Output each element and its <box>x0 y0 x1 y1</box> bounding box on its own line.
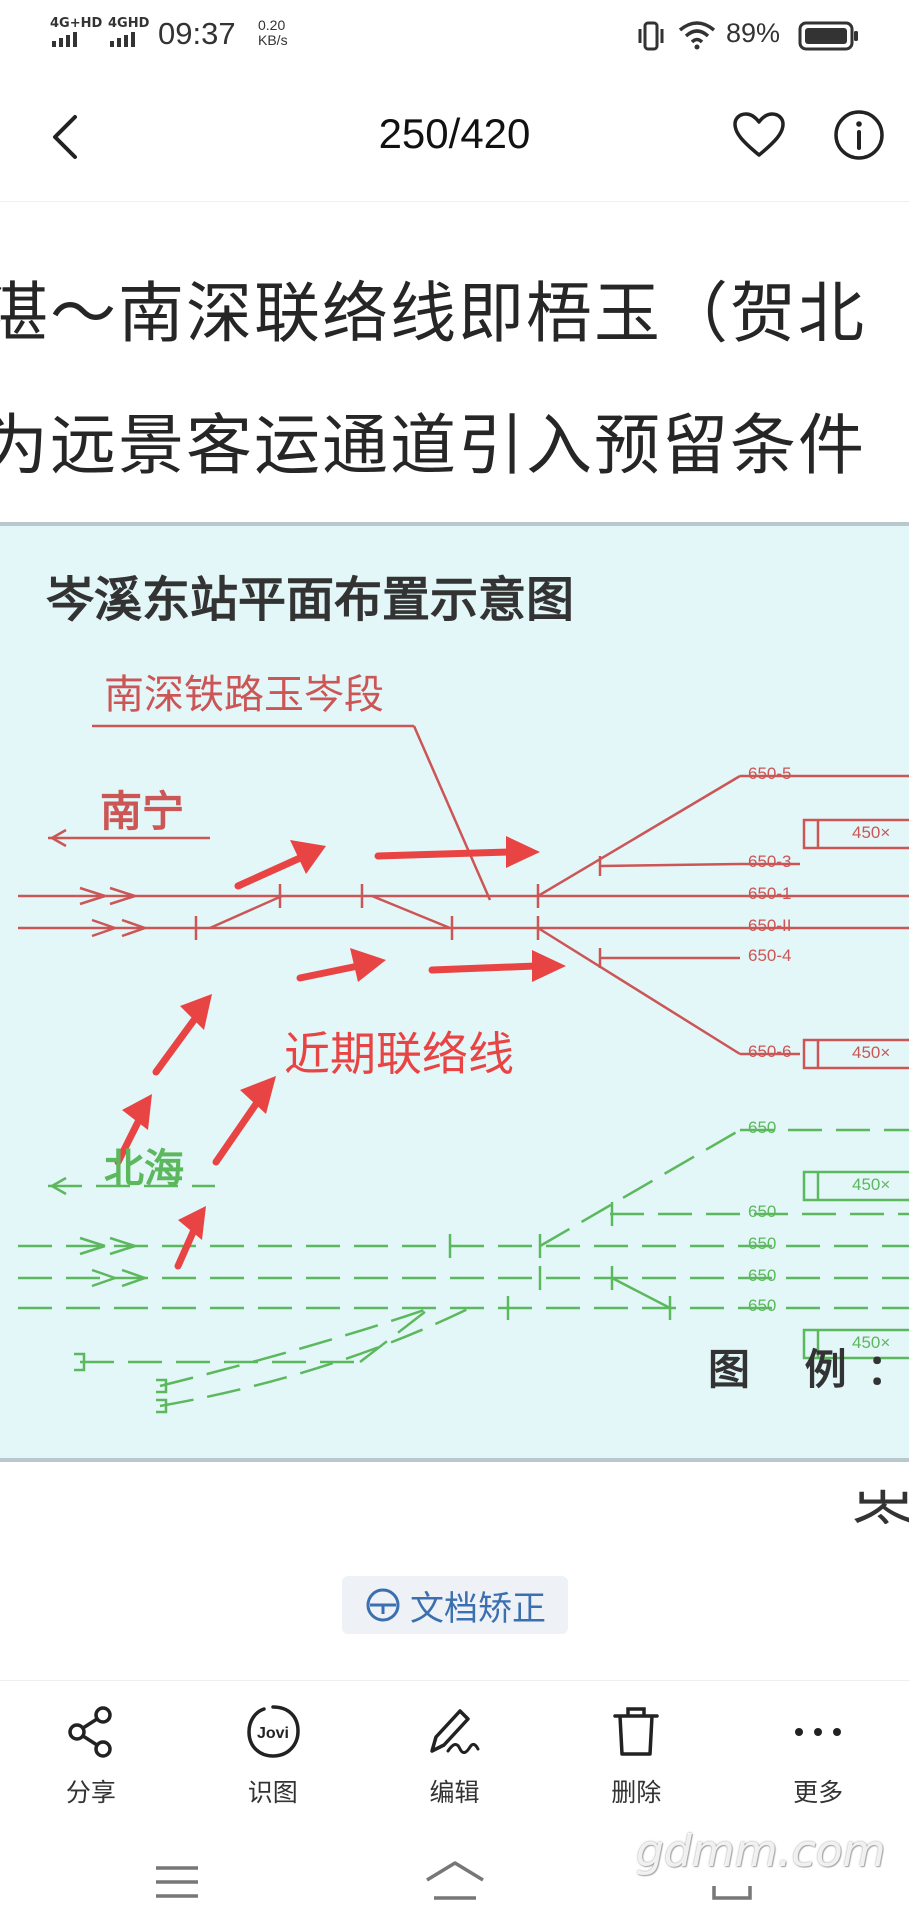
share-icon <box>68 1706 112 1758</box>
document-correct-button[interactable]: 文档矫正 <box>342 1576 568 1634</box>
nanning-label: 南宁 <box>100 787 185 836</box>
red-track-label: 650-3 <box>748 852 792 871</box>
system-nav-bar <box>0 1820 909 1920</box>
document-text-line-1: 湛～南深联络线即梧玉（贺北 <box>0 275 866 352</box>
red-line-label: 南深铁路玉岑段 <box>104 672 384 718</box>
red-track-label: 650-6 <box>748 1042 792 1061</box>
network-speed-unit: KB/s <box>258 32 288 48</box>
more-label: 更多 <box>793 1778 844 1807</box>
edit-label: 编辑 <box>429 1778 480 1807</box>
recent-apps-icon[interactable] <box>710 1862 754 1902</box>
network-indicator-1: 4G+HD <box>50 16 103 31</box>
delete-button[interactable]: 删除 <box>545 1681 727 1820</box>
red-track-label: 650-1 <box>748 884 792 903</box>
red-platform-label: 450× <box>852 1043 891 1062</box>
document-correct-label: 文档矫正 <box>410 1588 546 1629</box>
document-viewer[interactable]: 湛～南深联络线即梧玉（贺北 为远景客运通道引入预留条件 <box>0 202 909 1524</box>
vibrate-icon <box>638 21 664 51</box>
diagram-title: 岑溪东站平面布置示意图 <box>46 572 575 628</box>
red-platform-label: 450× <box>852 823 891 842</box>
share-button[interactable]: 分享 <box>0 1681 182 1820</box>
scan-correct-icon <box>366 1588 400 1622</box>
battery-percent: 89% <box>726 18 781 48</box>
watermark: gdmm.com <box>636 1826 886 1877</box>
green-track-label: 650 <box>748 1202 777 1221</box>
green-track-marks <box>51 1170 909 1414</box>
edit-icon <box>430 1709 480 1754</box>
annotation-label: 近期联络线 <box>284 1027 514 1081</box>
green-platform-label: 450× <box>852 1333 891 1352</box>
jovi-icon: Jovi <box>246 1705 300 1758</box>
info-button[interactable] <box>826 100 892 170</box>
back-button[interactable] <box>34 102 94 172</box>
signal-bars-2-icon <box>110 32 135 47</box>
network-speed-value: 0.20 <box>258 17 286 33</box>
green-track-label: 650 <box>748 1234 777 1253</box>
menu-icon[interactable] <box>154 1864 200 1900</box>
delete-label: 删除 <box>611 1778 662 1807</box>
trash-icon <box>613 1707 660 1756</box>
chevron-left-icon <box>53 115 77 159</box>
red-track-label: 650-II <box>748 916 792 935</box>
bottom-action-bar: 分享 Jovi 识图 编辑 删除 <box>0 1680 909 1820</box>
legend-label: 图 例： <box>708 1345 909 1394</box>
beihai-label: 北海 <box>104 1145 184 1192</box>
track-layout-drawing <box>18 724 909 1414</box>
share-label: 分享 <box>65 1778 116 1807</box>
top-bar: 250/420 <box>0 72 909 202</box>
green-track-label: 650 <box>748 1266 777 1285</box>
favorite-button[interactable] <box>726 100 792 170</box>
wifi-icon <box>678 21 716 50</box>
page-counter: 250/420 <box>378 110 531 157</box>
network-indicator-2: 4GHD <box>108 16 150 31</box>
network-speed: 0.20 KB/s <box>258 18 288 48</box>
red-track-group <box>18 724 909 1070</box>
signal-bars-1-icon <box>52 32 77 47</box>
document-text-next: 岑 <box>852 1484 909 1524</box>
document-text-line-2: 为远景客运通道引入预留条件 <box>0 407 866 484</box>
info-icon <box>834 110 884 160</box>
jovi-icon-text: Jovi <box>257 1725 289 1742</box>
home-icon[interactable] <box>424 1860 486 1902</box>
more-button[interactable]: 更多 <box>727 1681 909 1820</box>
status-time: 09:37 <box>158 16 236 51</box>
recognize-image-button[interactable]: Jovi 识图 <box>182 1681 364 1820</box>
red-track-label: 650-5 <box>748 764 792 783</box>
recognize-image-label: 识图 <box>247 1778 298 1807</box>
station-layout-diagram: 岑溪东站平面布置示意图 南深铁路玉岑段 南宁 北海 近期联络线 650-5 65… <box>0 522 909 1462</box>
battery-icon <box>798 21 858 51</box>
annotation-arrows <box>114 836 566 1270</box>
green-track-label: 650 <box>748 1296 777 1315</box>
status-bar: 4G+HD 4GHD 09:37 0.20 KB/s 89% <box>0 0 909 72</box>
more-icon <box>795 1728 842 1736</box>
red-track-label: 650-4 <box>748 946 792 965</box>
heart-icon <box>733 112 785 157</box>
green-track-group <box>18 1128 909 1408</box>
green-platform-label: 450× <box>852 1175 891 1194</box>
edit-button[interactable]: 编辑 <box>364 1681 546 1820</box>
green-track-label: 650 <box>748 1118 777 1137</box>
